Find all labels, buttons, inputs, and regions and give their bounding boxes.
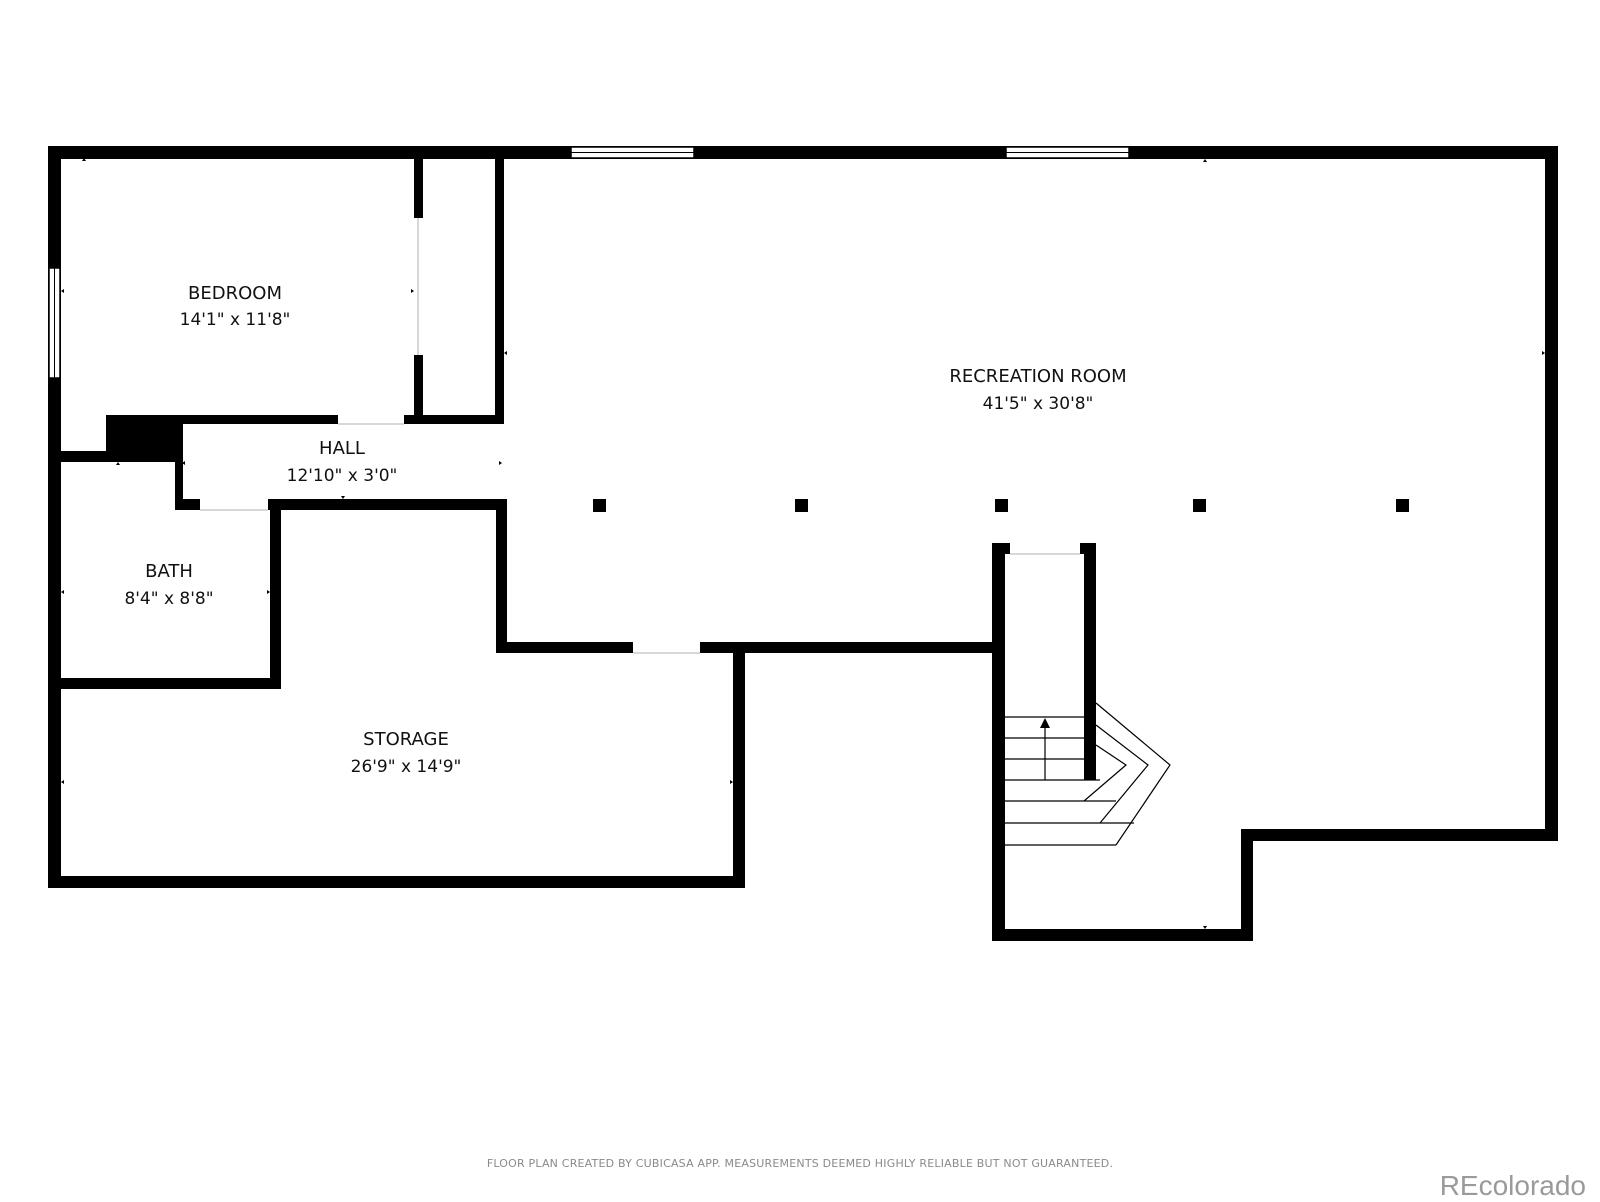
hall-wall-bottom-left	[175, 499, 200, 510]
column	[593, 499, 606, 512]
outer-wall-right	[1545, 146, 1558, 841]
hall-dims: 12'10" x 3'0"	[287, 466, 398, 486]
bath-wall-right	[270, 499, 281, 689]
storage-wall-right	[733, 644, 745, 888]
bedroom-wall-right-lower	[414, 355, 423, 424]
solid-block	[106, 415, 183, 462]
column	[1193, 499, 1206, 512]
bedroom-name: BEDROOM	[188, 283, 282, 304]
storage-dims: 26'9" x 14'9"	[351, 757, 462, 777]
recreation-room-name: RECREATION ROOM	[949, 366, 1126, 387]
walls	[48, 146, 1558, 941]
bath-wall-bottom	[48, 678, 281, 689]
brand-logo-text: REcolorado	[1439, 1170, 1586, 1201]
rec-wall-bottom	[1241, 829, 1558, 841]
door-openings	[200, 218, 1080, 654]
storage-wall-top-right	[700, 642, 996, 653]
outer-wall-top	[48, 146, 1558, 159]
bath-dims: 8'4" x 8'8"	[124, 589, 213, 609]
stair-wall-right	[1084, 543, 1096, 780]
bedroom-dims: 14'1" x 11'8"	[180, 310, 291, 330]
storage-partition	[496, 500, 507, 653]
bath-name: BATH	[145, 561, 193, 582]
stair-top-right	[1080, 543, 1096, 554]
storage-wall-bottom	[48, 876, 745, 888]
bath-hall-jamb	[175, 451, 183, 510]
windows	[48, 146, 1130, 379]
floor-plan-disclaimer: FLOOR PLAN CREATED BY CUBICASA APP. MEAS…	[486, 1157, 1114, 1170]
recreation-room-dims: 41'5" x 30'8"	[983, 394, 1094, 414]
hall-jamb-right	[496, 499, 507, 511]
hall-wall-bottom-right	[268, 499, 507, 510]
column	[1396, 499, 1409, 512]
staircase	[1005, 702, 1171, 846]
alcove-wall-bottom	[992, 929, 1253, 941]
dimension-markers	[61, 158, 1545, 929]
bedroom-wall-bottom-right	[404, 415, 502, 424]
column	[795, 499, 808, 512]
alcove-wall-right	[1241, 829, 1253, 941]
hall-name: HALL	[319, 438, 365, 459]
bedroom-wall-right-upper	[414, 146, 423, 218]
stair-wall-left	[992, 543, 1005, 941]
storage-wall-top-left	[496, 642, 633, 653]
column	[995, 499, 1008, 512]
stair-top-left	[992, 543, 1010, 554]
closet-wall-right	[495, 146, 504, 424]
columns	[593, 499, 1409, 512]
storage-name: STORAGE	[363, 729, 449, 750]
stair-direction-arrow-icon	[1040, 718, 1050, 728]
outer-wall-left	[48, 146, 61, 888]
bedroom-wall-bottom-left	[106, 415, 338, 424]
